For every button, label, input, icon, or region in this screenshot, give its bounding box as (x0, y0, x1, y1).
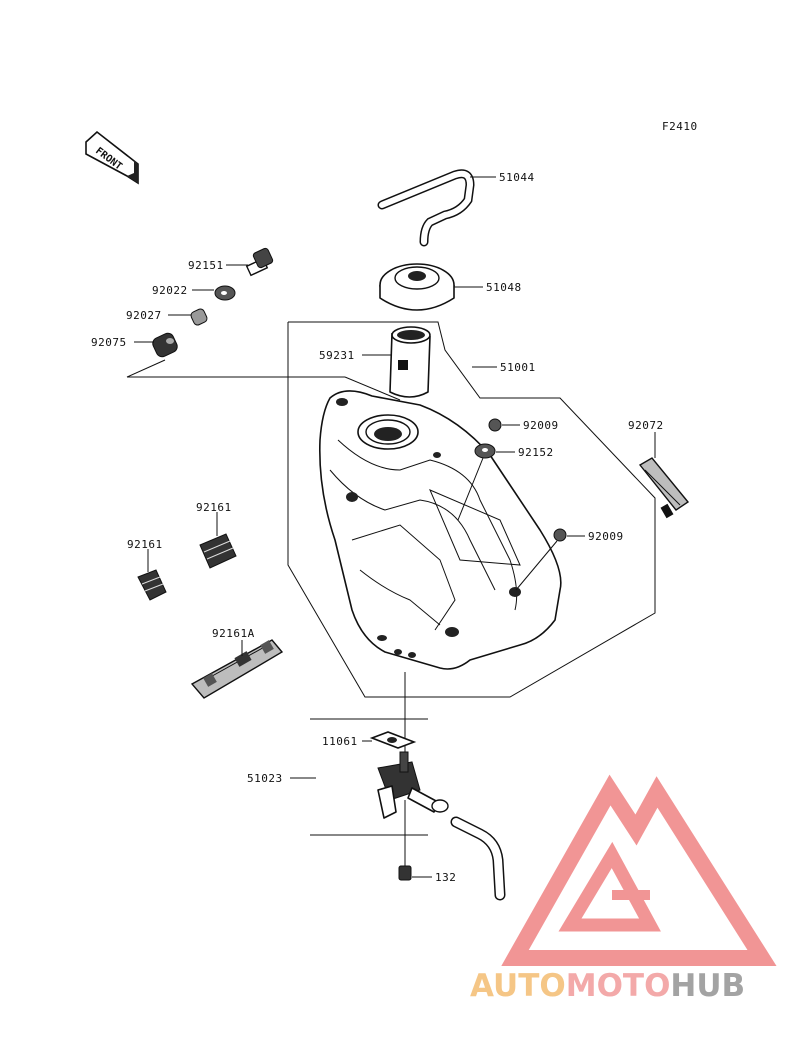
fuel-tap (290, 751, 449, 819)
collar (168, 308, 208, 326)
callout-92152: 92152 (518, 446, 554, 459)
pad-block-2 (137, 549, 167, 601)
callout-51023: 51023 (247, 772, 283, 785)
callout-92075: 92075 (91, 336, 127, 349)
figure-code: F2410 (662, 120, 698, 133)
svg-text:AUTOMOTOHUB: AUTOMOTOHUB (470, 968, 745, 1004)
rubber-cap-lower (515, 528, 585, 591)
bolt (226, 247, 274, 277)
breather-hose (377, 169, 496, 247)
callout-92072: 92072 (628, 419, 664, 432)
callout-92161-right: 92161 (196, 501, 232, 514)
watermark-triangle-icon (501, 774, 777, 966)
tank-band (638, 432, 690, 519)
pad-block-1 (199, 512, 237, 569)
callout-11061: 11061 (322, 735, 358, 748)
gasket (362, 731, 417, 749)
watermark-hub: HUB (670, 968, 745, 1004)
callout-59231: 59231 (319, 349, 355, 362)
callout-92022: 92022 (152, 284, 188, 297)
callout-92161-left: 92161 (127, 538, 163, 551)
rubber-damper (134, 332, 178, 358)
grommet (457, 443, 515, 521)
front-arrow-icon: FRONT (85, 130, 139, 185)
automotohub-watermark: AUTOMOTOHUB (470, 774, 777, 1004)
callout-51001: 51001 (500, 361, 536, 374)
callout-132: 132 (435, 871, 456, 884)
rubber-cap-upper (488, 418, 520, 432)
fuel-tank (318, 390, 562, 758)
pad-strip (190, 639, 284, 699)
watermark-moto: MOTO (566, 968, 671, 1004)
filler-neck-tube (362, 326, 431, 398)
assembly-frame-lines (126, 321, 656, 836)
callout-51048: 51048 (486, 281, 522, 294)
callout-92161A: 92161A (212, 627, 255, 640)
washer (192, 285, 236, 301)
callout-51044: 51044 (499, 171, 535, 184)
callout-92009-lower: 92009 (588, 530, 624, 543)
watermark-auto: AUTO (470, 968, 566, 1004)
screw (398, 800, 432, 881)
callout-92009-upper: 92009 (523, 419, 559, 432)
callout-92027: 92027 (126, 309, 162, 322)
fuel-hose (450, 816, 506, 901)
fuel-cap (379, 263, 483, 311)
callout-92151: 92151 (188, 259, 224, 272)
